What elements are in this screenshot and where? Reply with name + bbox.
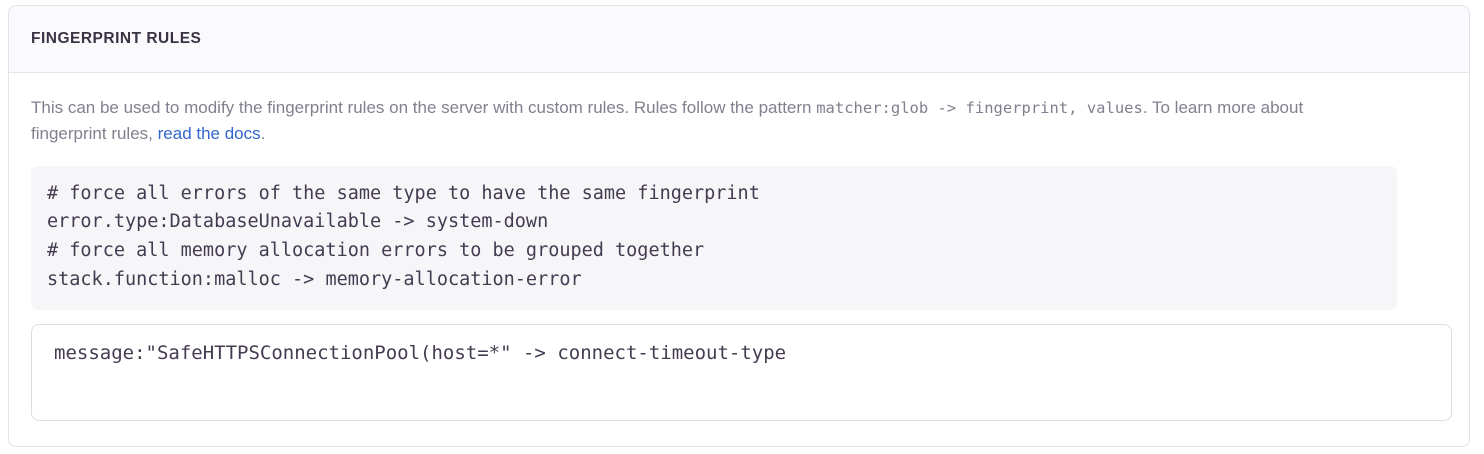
description-text-part3: .: [260, 124, 266, 144]
panel-body: This can be used to modify the fingerpri…: [9, 73, 1469, 422]
inline-code-pattern: matcher:glob -> fingerprint, values: [816, 99, 1143, 117]
description-text-part2: . To learn more about fingerprint rules,: [31, 98, 1304, 144]
read-the-docs-link[interactable]: read the docs: [157, 124, 261, 144]
fingerprint-rules-input[interactable]: [31, 324, 1452, 422]
example-code-block: # force all errors of the same type to h…: [31, 165, 1397, 311]
fingerprint-rules-panel: FINGERPRINT RULES This can be used to mo…: [8, 5, 1470, 447]
page-title: FINGERPRINT RULES: [31, 30, 202, 47]
example-code-text: # force all errors of the same type to h…: [47, 182, 760, 290]
panel-description: This can be used to modify the fingerpri…: [31, 95, 1381, 148]
description-text-part1: This can be used to modify the fingerpri…: [31, 98, 817, 117]
panel-header: FINGERPRINT RULES: [9, 6, 1469, 73]
